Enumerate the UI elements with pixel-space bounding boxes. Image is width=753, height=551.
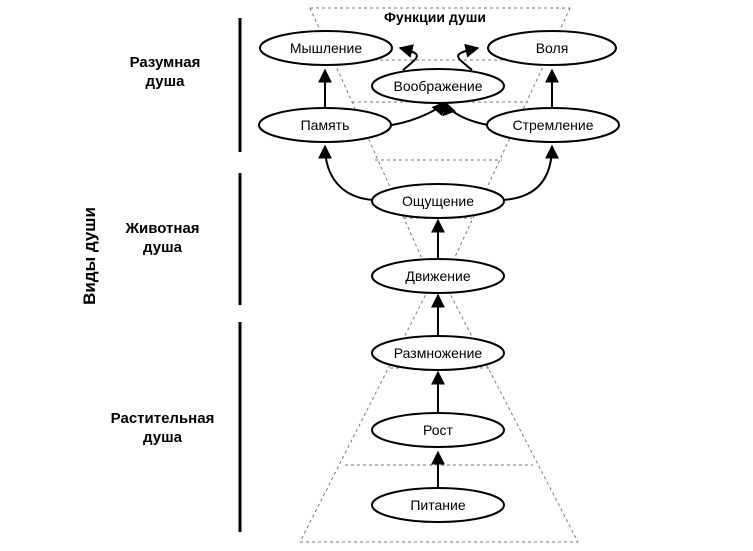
arrow-imagination-thinking: [398, 44, 418, 71]
lower-funnel-right-edge: [447, 289, 579, 543]
node-reproduction: Размножение: [371, 335, 505, 371]
rational-soul-line-2: душа: [145, 73, 185, 90]
animal-soul-line-2: душа: [143, 239, 182, 256]
vegetative-soul-line-2: душа: [143, 429, 182, 446]
node-motion: Движение: [371, 258, 505, 294]
node-will-label: Воля: [536, 40, 569, 56]
node-will-shape: [487, 30, 617, 66]
functions-title: Функции души: [383, 9, 487, 25]
node-will: Воля: [487, 30, 617, 66]
node-thinking-label: Мышление: [290, 40, 362, 56]
animal-soul-label: Животная душа: [105, 219, 220, 257]
vegetative-soul-label: Растительная душа: [95, 409, 230, 447]
arrow-striving-imagination: [442, 100, 489, 126]
node-imagination-shape: [371, 68, 505, 104]
node-memory-shape: [258, 107, 392, 143]
arrow-imagination-will: [457, 43, 480, 71]
soul-types-title: Виды души: [80, 207, 99, 305]
animal-soul-line-1: Животная: [125, 220, 200, 237]
node-nutrition-shape: [371, 487, 505, 523]
node-striving: Стремление: [486, 107, 620, 143]
node-imagination-label: Воображение: [394, 78, 483, 94]
node-reproduction-label: Размножение: [394, 345, 483, 361]
arrow-sensation-striving: [501, 144, 559, 201]
node-sensation: Ощущение: [371, 183, 505, 219]
rational-soul-label: Разумная душа: [110, 53, 220, 91]
node-motion-label: Движение: [405, 268, 470, 284]
node-memory: Память: [258, 107, 392, 143]
arrow-sensation-memory: [318, 144, 375, 201]
lower-funnel-left-edge: [299, 289, 429, 543]
node-growth: Рост: [371, 412, 505, 448]
vegetative-soul-line-1: Растительная: [110, 410, 215, 427]
node-growth-shape: [371, 412, 505, 448]
arrow-memory-imagination: [391, 100, 446, 126]
node-reproduction-shape: [371, 335, 505, 371]
node-motion-shape: [371, 258, 505, 294]
connections: [318, 43, 559, 492]
node-growth-label: Рост: [423, 422, 454, 438]
rational-soul-line-1: Разумная: [129, 54, 201, 71]
node-sensation-shape: [371, 183, 505, 219]
node-nutrition-label: Питание: [410, 497, 465, 513]
node-imagination: Воображение: [371, 68, 505, 104]
node-thinking-shape: [259, 30, 393, 66]
node-sensation-label: Ощущение: [402, 193, 474, 209]
node-striving-label: Стремление: [512, 117, 593, 133]
node-nutrition: Питание: [371, 487, 505, 523]
node-memory-label: Память: [301, 117, 350, 133]
node-thinking: Мышление: [259, 30, 393, 66]
node-striving-shape: [486, 107, 620, 143]
